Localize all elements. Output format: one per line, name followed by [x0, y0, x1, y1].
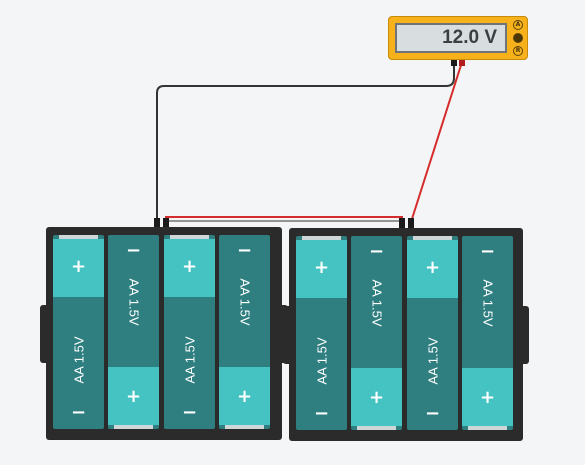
- positive-wire[interactable]: [410, 61, 463, 223]
- mode-a-button[interactable]: A: [513, 20, 523, 30]
- aa-battery-1[interactable]: + − AA 1.5V: [53, 235, 104, 429]
- battery-label: AA 1.5V: [314, 337, 329, 385]
- probe-plug-positive: [459, 58, 465, 66]
- cell-cap: [170, 235, 209, 239]
- minus-sign: −: [479, 241, 496, 262]
- aa-battery-5[interactable]: + − AA 1.5V: [296, 236, 347, 430]
- multimeter[interactable]: 12.0 V A R: [388, 16, 528, 60]
- plus-sign: +: [70, 256, 87, 277]
- cell-positive-end: [53, 239, 104, 297]
- aa-battery-7[interactable]: + − AA 1.5V: [407, 236, 458, 430]
- plus-sign: +: [181, 256, 198, 277]
- minus-sign: −: [368, 241, 385, 262]
- plus-sign: +: [479, 387, 496, 408]
- holder-notch: [40, 305, 50, 363]
- battery-label: AA 1.5V: [369, 279, 384, 327]
- aa-battery-4[interactable]: − + AA 1.5V: [219, 235, 270, 429]
- terminal-clip: [163, 218, 169, 228]
- cell-cap: [59, 235, 98, 239]
- minus-sign: −: [70, 402, 87, 423]
- holder-notch: [283, 306, 293, 364]
- battery-label: AA 1.5V: [480, 279, 495, 327]
- battery-label: AA 1.5V: [237, 278, 252, 326]
- terminal-clip: [399, 218, 405, 228]
- cell-positive-end: [164, 239, 215, 297]
- minus-sign: −: [313, 403, 330, 424]
- cell-positive-end: [407, 240, 458, 298]
- negative-wire[interactable]: [156, 62, 455, 222]
- aa-battery-2[interactable]: − + AA 1.5V: [108, 235, 159, 429]
- plus-sign: +: [313, 257, 330, 278]
- multimeter-display: 12.0 V: [395, 23, 507, 53]
- battery-label: AA 1.5V: [126, 278, 141, 326]
- battery-label: AA 1.5V: [71, 336, 86, 384]
- minus-sign: −: [125, 240, 142, 261]
- cell-positive-end: [351, 368, 402, 426]
- cell-cap: [468, 426, 507, 430]
- minus-sign: −: [181, 402, 198, 423]
- battery-holder-left[interactable]: + − AA 1.5V − + AA 1.5V + − AA 1.5V − + …: [40, 227, 288, 440]
- holder-notch: [519, 306, 529, 364]
- minus-sign: −: [424, 403, 441, 424]
- cell-cap: [357, 426, 396, 430]
- cell-positive-end: [108, 367, 159, 425]
- minus-sign: −: [236, 240, 253, 261]
- aa-battery-8[interactable]: − + AA 1.5V: [462, 236, 513, 430]
- terminal-clip: [408, 218, 414, 228]
- cell-positive-end: [462, 368, 513, 426]
- cell-positive-end: [296, 240, 347, 298]
- aa-battery-6[interactable]: − + AA 1.5V: [351, 236, 402, 430]
- mode-r-button[interactable]: R: [513, 46, 523, 56]
- aa-battery-3[interactable]: + − AA 1.5V: [164, 235, 215, 429]
- battery-holder-right[interactable]: + − AA 1.5V − + AA 1.5V + − AA 1.5V − + …: [283, 228, 529, 441]
- plus-sign: +: [368, 387, 385, 408]
- plus-sign: +: [125, 386, 142, 407]
- cell-cap: [302, 236, 341, 240]
- mode-v-button[interactable]: [513, 33, 523, 43]
- battery-label: AA 1.5V: [425, 337, 440, 385]
- cell-cap: [225, 425, 264, 429]
- cell-positive-end: [219, 367, 270, 425]
- probe-plug-negative: [451, 58, 457, 66]
- cell-cap: [413, 236, 452, 240]
- plus-sign: +: [236, 386, 253, 407]
- terminal-clip: [154, 218, 160, 228]
- plus-sign: +: [424, 257, 441, 278]
- cell-cap: [114, 425, 153, 429]
- voltage-reading: 12.0 V: [442, 27, 497, 48]
- battery-label: AA 1.5V: [182, 336, 197, 384]
